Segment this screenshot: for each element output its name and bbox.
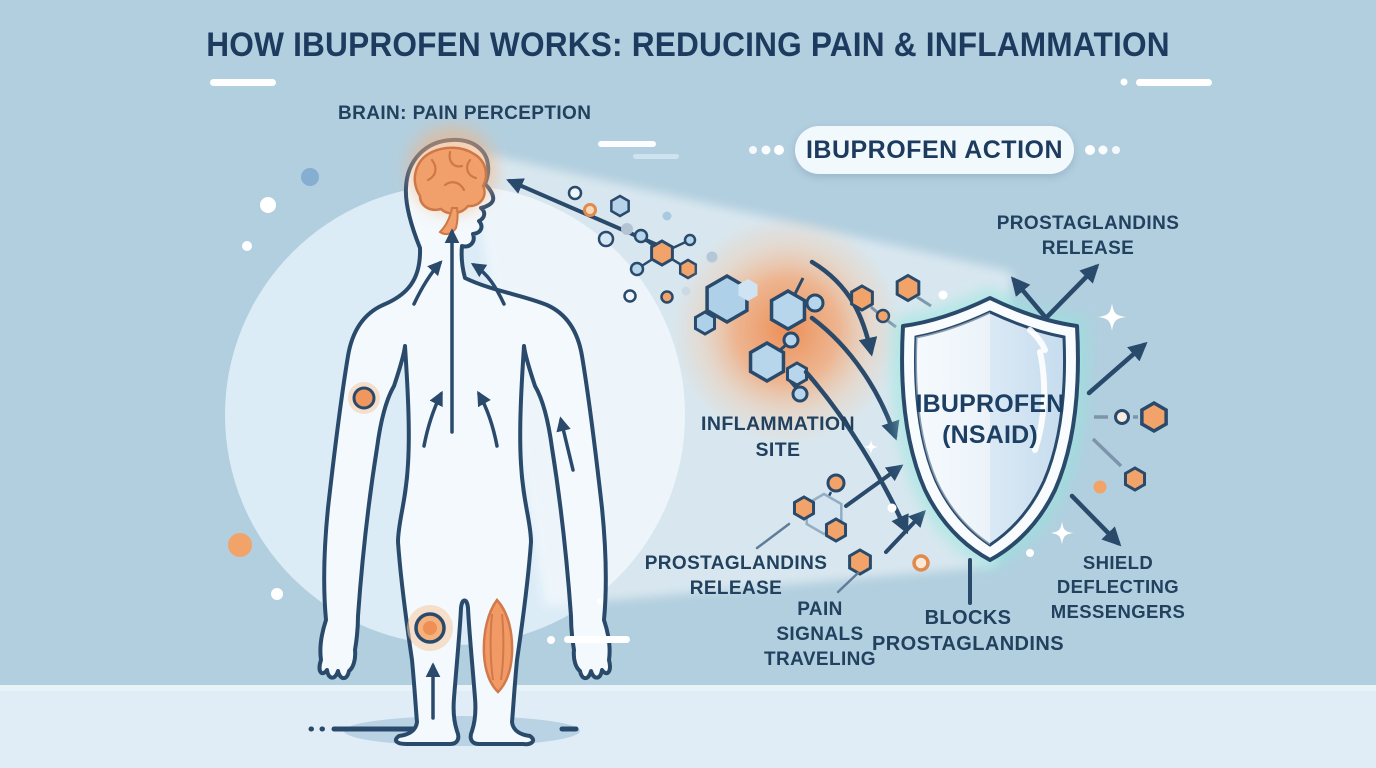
- brain-pain-perception-label: BRAIN: PAIN PERCEPTION: [338, 103, 592, 124]
- thigh-muscle-icon: [482, 598, 514, 694]
- ibuprofen-action-badge: IBUPROFEN ACTION: [795, 126, 1074, 174]
- body-outline: [317, 137, 612, 747]
- deflection-arrows: [968, 263, 1148, 605]
- shield-deflecting-messengers-label: SHIELD DEFLECTING MESSENGERS: [1050, 552, 1186, 622]
- blocks-prostaglandins-label: BLOCKS PROSTAGLANDINS: [872, 607, 1064, 656]
- ibuprofen-action-badge-label: IBUPROFEN ACTION: [805, 135, 1064, 164]
- drifting-molecules: [852, 276, 931, 329]
- shield-ibuprofen-nsaid-label: IBUPROFEN (NSAID): [915, 390, 1065, 449]
- pain-signals-traveling-label: PAIN SIGNALS TRAVELING: [764, 599, 876, 671]
- floor: [0, 685, 1376, 768]
- pain-signal-arrows: [412, 228, 575, 720]
- prostaglandin-molecule-cluster: [794, 475, 930, 574]
- decorative-elements: [210, 78, 1212, 644]
- page-title: HOW IBUPROFEN WORKS: REDUCING PAIN & INF…: [206, 26, 1170, 64]
- deflected-molecules: [1091, 403, 1166, 494]
- inflammation-site-label: INFLAMMATION SITE: [701, 413, 855, 461]
- brain-icon: [408, 126, 496, 236]
- inflammation-molecules: [695, 276, 823, 401]
- elbow-pain-spot: [348, 382, 380, 414]
- label-connectors: [755, 464, 926, 594]
- prostaglandins-release-top-label: PROSTAGLANDINS RELEASE: [996, 213, 1180, 260]
- pill-side-dots: [749, 145, 1120, 155]
- shield-icon: [894, 289, 1086, 570]
- body-figure-illustration: [317, 126, 612, 747]
- knee-pain-ring: [407, 605, 453, 651]
- prostaglandins-release-bottom-label: PROSTAGLANDINS RELEASE: [644, 553, 828, 600]
- beam-molecules: [567, 187, 718, 304]
